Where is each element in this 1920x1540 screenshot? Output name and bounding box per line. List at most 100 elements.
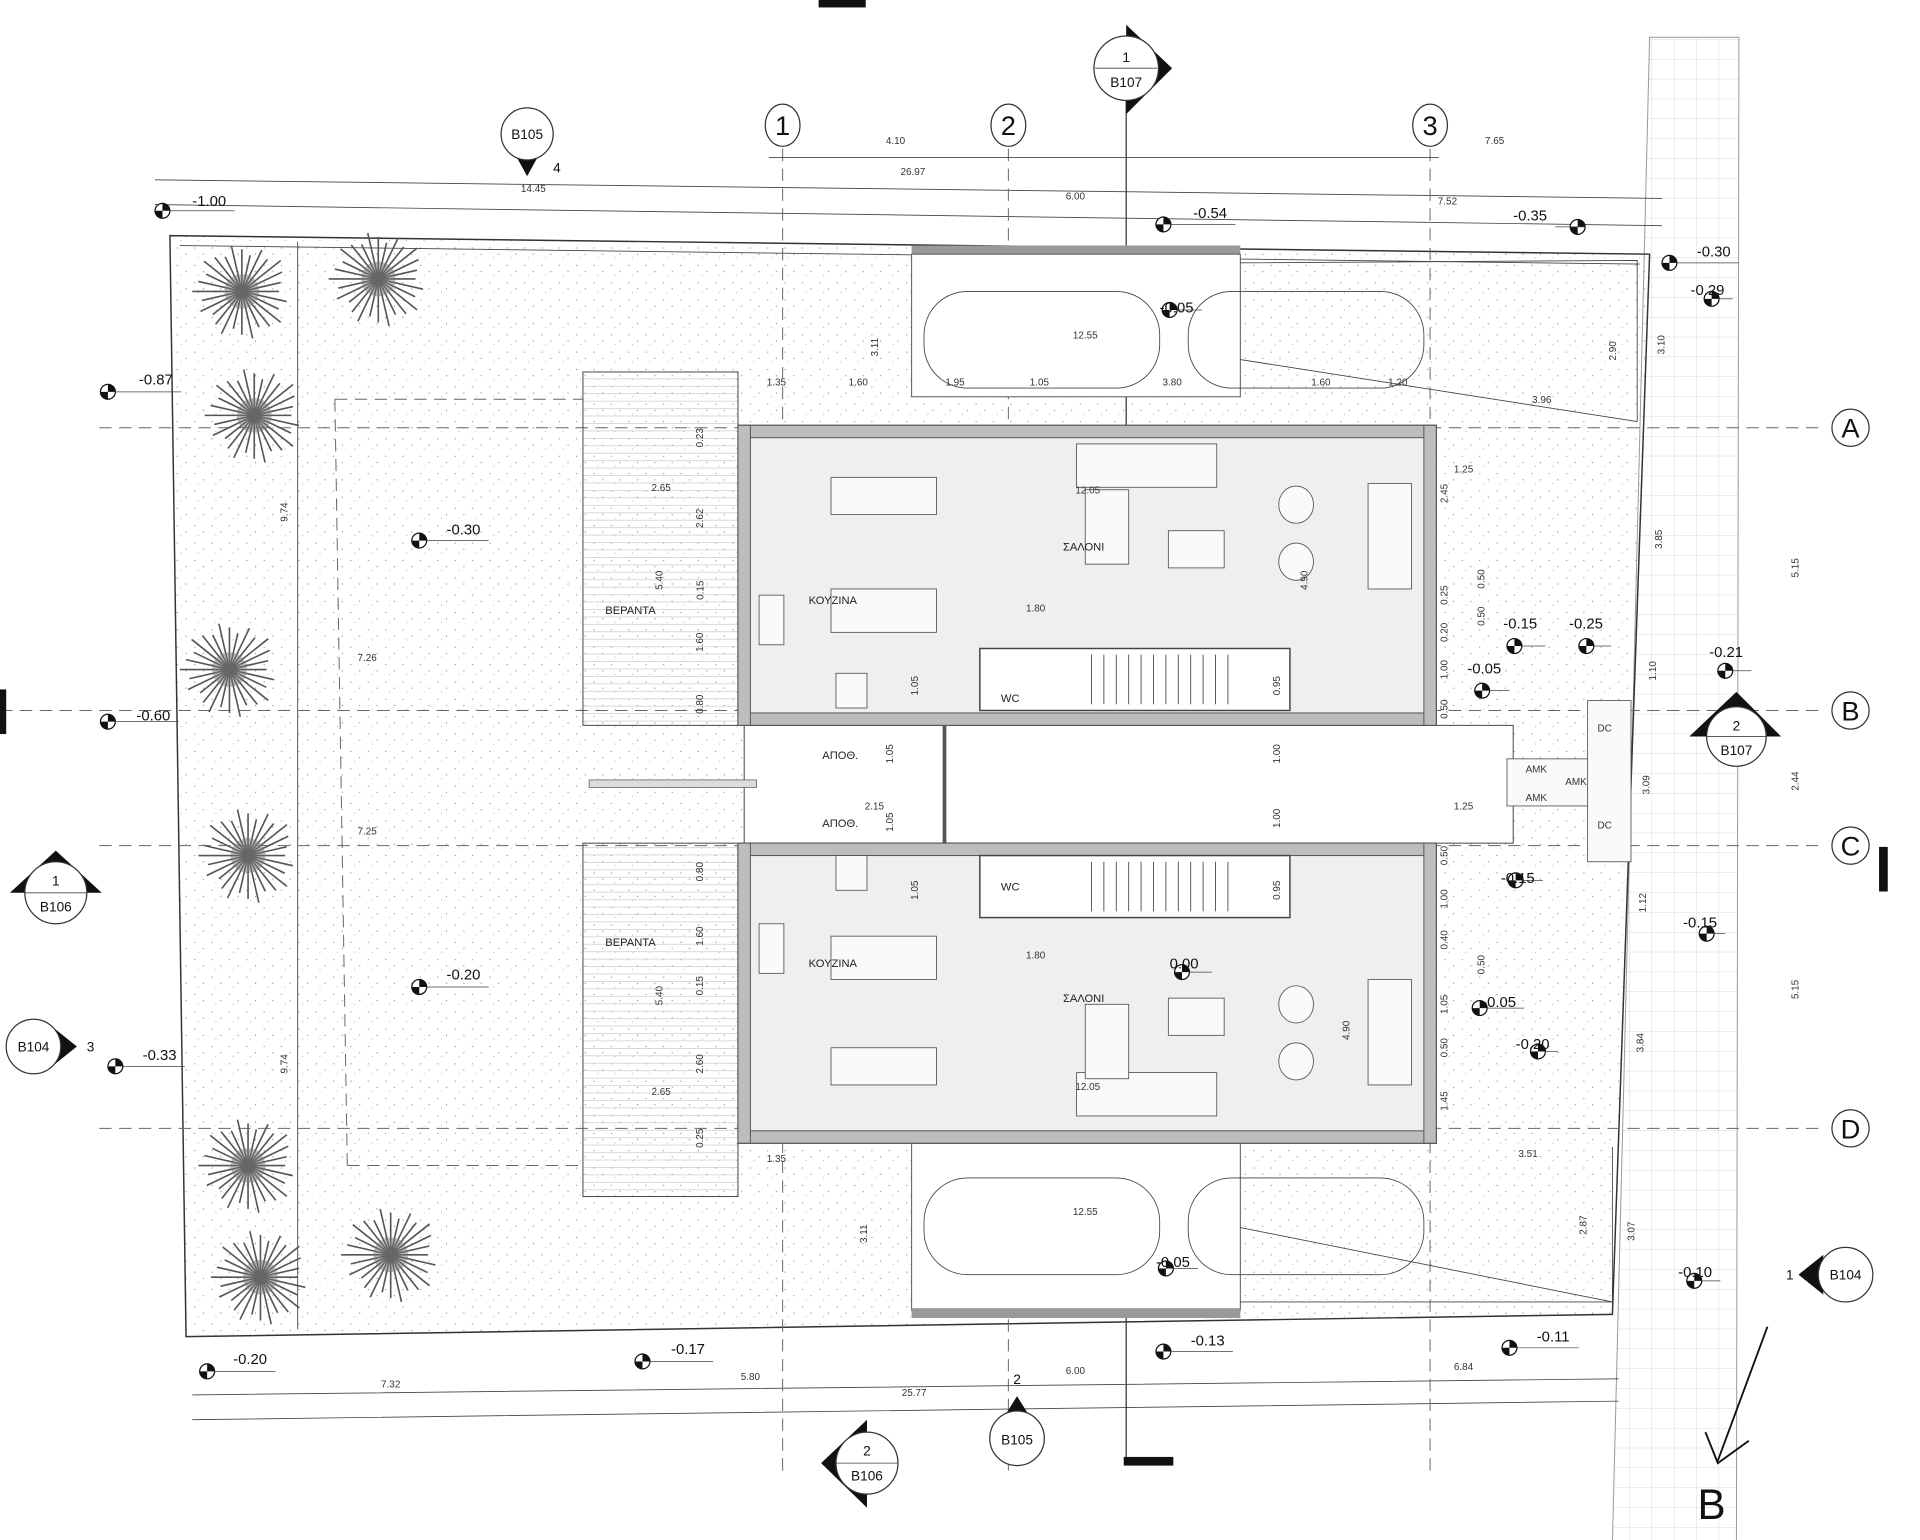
dimension-label: 2.65 xyxy=(651,1087,671,1098)
room-label-veranda-bottom: ΒΕΡΑΝΤΑ xyxy=(605,937,656,949)
dimension-label: 0.95 xyxy=(1272,880,1283,900)
level-value: -0.13 xyxy=(1191,1333,1225,1349)
dimension-label: 3.11 xyxy=(870,337,881,356)
section-sheet: B107 xyxy=(1110,75,1142,90)
parking-top xyxy=(911,245,1638,423)
section-number: 3 xyxy=(87,1039,95,1054)
dimension-label: 0.15 xyxy=(695,976,706,996)
section-marker-b104-right[interactable]: B104 1 xyxy=(1786,1246,1874,1303)
section-marker-b106-left[interactable]: 1 B106 xyxy=(9,850,102,925)
level-marker: -0.05 xyxy=(1471,995,1525,1017)
level-marker: -0.05 xyxy=(1467,661,1510,699)
dimension-label: 0.50 xyxy=(1477,569,1488,589)
dimension-label: 2.44 xyxy=(1790,771,1801,791)
dimension-label: 26.97 xyxy=(900,167,925,178)
level-value: -0.60 xyxy=(136,708,170,724)
dimension-label: 1.35 xyxy=(767,378,787,389)
level-value: -0.05 xyxy=(1156,1255,1190,1271)
dimension-label: 1.60 xyxy=(1311,378,1331,389)
level-marker: -0.30 xyxy=(1661,245,1739,271)
dimension-label: 1.05 xyxy=(885,744,896,764)
grid-label: 1 xyxy=(775,110,790,141)
section-number: 2 xyxy=(863,1444,871,1459)
dimension-label: 0.50 xyxy=(1439,1038,1450,1058)
level-value: -0.25 xyxy=(1569,617,1603,633)
level-value: -0.29 xyxy=(1691,283,1725,299)
direction-label: B xyxy=(1698,1481,1726,1528)
grid-label: C xyxy=(1841,831,1861,862)
dimension-label: 0.80 xyxy=(695,862,706,882)
dimension-label: 3.80 xyxy=(1162,378,1182,389)
level-marker: -0.05 xyxy=(1156,1255,1199,1277)
dimension-label: 9.74 xyxy=(280,502,291,522)
room-label-storage-top: ΑΠΟΘ. xyxy=(822,750,858,762)
dimension-label: 2.87 xyxy=(1578,1215,1589,1235)
level-value: -0.10 xyxy=(1678,1265,1712,1281)
level-value: 0.00 xyxy=(1170,956,1199,972)
tree-icon xyxy=(328,232,424,327)
dimension-label: 2.65 xyxy=(651,483,671,494)
section-marker-b104-left[interactable]: B104 3 xyxy=(5,1018,95,1075)
section-sheet: B107 xyxy=(1721,743,1753,758)
house-bottom xyxy=(737,842,1437,1144)
level-marker: -0.20 xyxy=(411,968,489,996)
section-number: 4 xyxy=(553,160,561,175)
level-marker: -0.05 xyxy=(1160,300,1202,319)
room-label-veranda-top: ΒΕΡΑΝΤΑ xyxy=(605,605,656,617)
level-value: -0.30 xyxy=(1697,245,1731,261)
tree-icon xyxy=(341,1208,436,1303)
dimension-label: 1.45 xyxy=(1439,1091,1450,1111)
level-marker: -0.17 xyxy=(634,1342,714,1370)
section-number: 1 xyxy=(52,873,60,888)
tree-icon xyxy=(198,1119,294,1213)
house-top xyxy=(737,424,1437,726)
dimension-label: 4.90 xyxy=(1299,570,1310,590)
dimension-label: 1.25 xyxy=(1454,464,1474,475)
sign-label: DC xyxy=(1598,724,1612,735)
dimension-label: 3.85 xyxy=(1654,529,1665,549)
grid-bubble-C[interactable]: C xyxy=(1831,826,1870,865)
grid-bubble-3[interactable]: 3 xyxy=(1412,103,1449,147)
dimension-label: 1.00 xyxy=(1439,659,1450,679)
level-marker: -0.20 xyxy=(1516,1037,1558,1060)
dimension-label: 7.52 xyxy=(1438,197,1458,208)
level-marker: -0.54 xyxy=(1155,206,1236,233)
level-value: -0.05 xyxy=(1160,300,1194,316)
dimension-label: 3.09 xyxy=(1642,775,1653,795)
dimension-label: 1.10 xyxy=(1648,661,1659,681)
grid-bubble-1[interactable]: 1 xyxy=(764,103,801,147)
room-label-kitchen-top: ΚΟΥΖΙΝΑ xyxy=(809,595,858,607)
grid-bubble-B[interactable]: B xyxy=(1831,691,1870,730)
level-markers: -1.00-0.54-0.35-0.30-0.29-0.87-0.30-0.60… xyxy=(99,194,1752,1380)
sign-label: ΑΜΚ xyxy=(1526,764,1548,775)
grid-bubble-2[interactable]: 2 xyxy=(990,103,1027,147)
section-marker-b106-bottom[interactable]: 2 B106 xyxy=(821,1419,899,1508)
level-marker: -0.25 xyxy=(1569,617,1612,655)
section-sheet: B106 xyxy=(851,1468,883,1483)
middle-passage xyxy=(588,700,1632,863)
dimension-label: 1.35 xyxy=(767,1154,787,1165)
section-marker-b105-top[interactable]: B105 4 xyxy=(500,107,561,177)
dimension-label: 2.60 xyxy=(695,1054,706,1074)
level-value: -0.20 xyxy=(447,968,481,984)
section-marker-b105-bottom[interactable]: 2 B105 xyxy=(989,1372,1045,1467)
grid-label: D xyxy=(1841,1113,1861,1144)
grid-bubble-A[interactable]: A xyxy=(1831,408,1870,447)
dimension-label: 1.20 xyxy=(1388,378,1408,389)
sign-label: ΑΜΚ xyxy=(1526,793,1548,804)
section-marker-b107-top[interactable]: 1 B107 xyxy=(1093,24,1173,115)
dimension-label: 0.50 xyxy=(1439,845,1450,865)
room-label-wc-bottom: WC xyxy=(1001,881,1020,893)
level-value: -0.15 xyxy=(1683,915,1717,931)
dimension-label: 7.32 xyxy=(381,1379,401,1390)
level-marker: -0.13 xyxy=(1155,1333,1233,1360)
level-value: -0.15 xyxy=(1503,617,1537,633)
dimension-label: 0.50 xyxy=(1477,606,1488,626)
sign-label: DC xyxy=(1598,820,1612,831)
level-value: -0.17 xyxy=(671,1342,705,1358)
grid-bubble-D[interactable]: D xyxy=(1831,1109,1870,1148)
section-marker-b107-right[interactable]: 2 B107 xyxy=(1689,691,1782,767)
dimension-label: 1.60 xyxy=(849,378,869,389)
